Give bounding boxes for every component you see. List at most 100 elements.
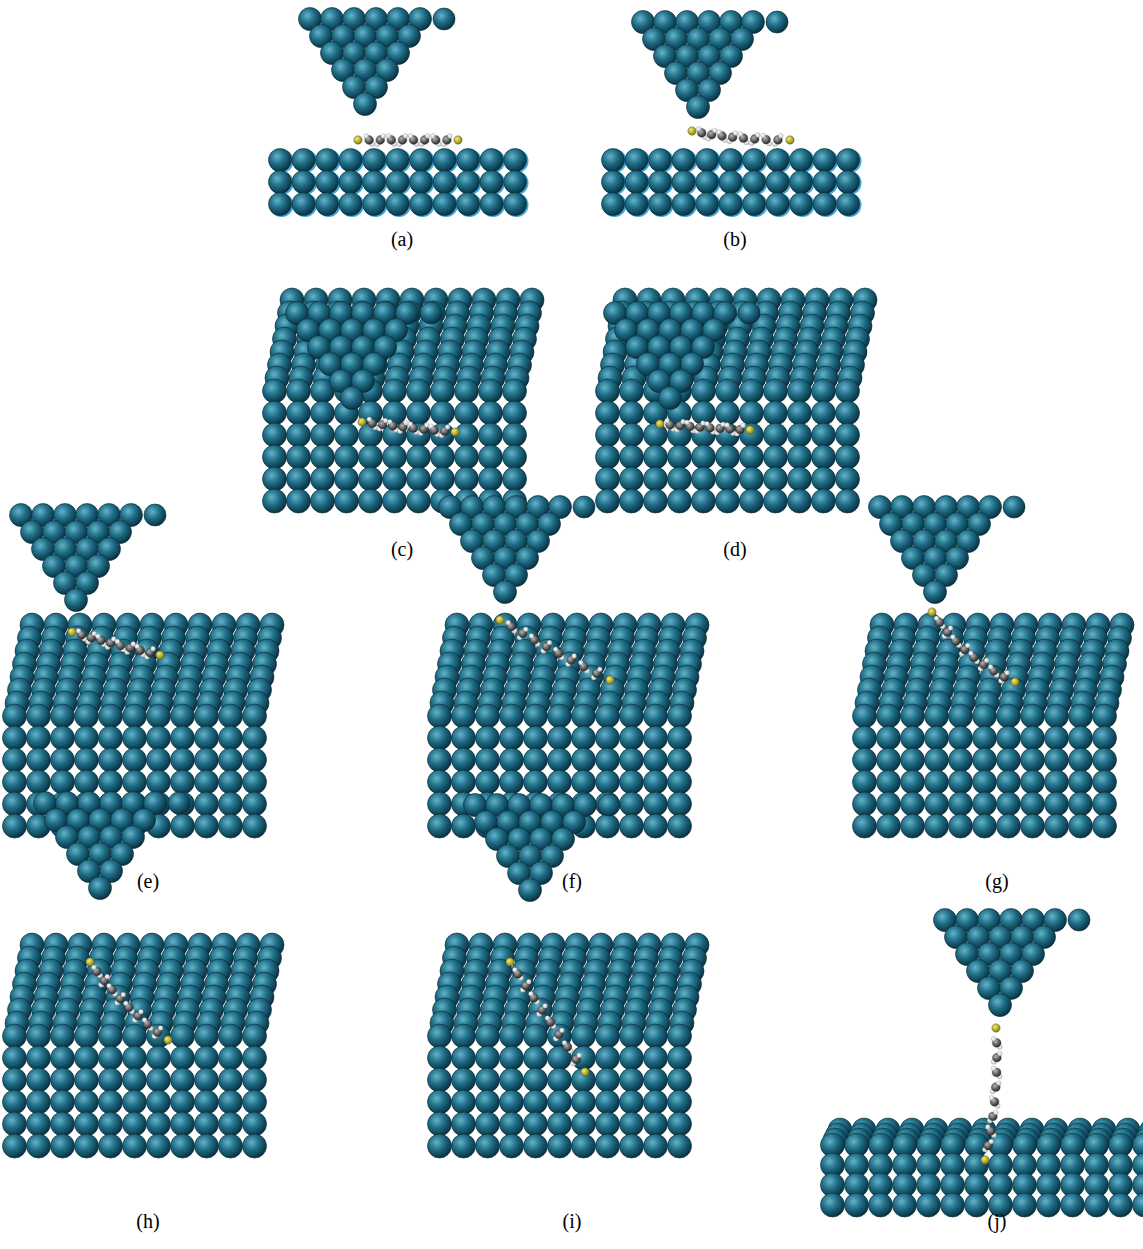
metal-atom xyxy=(877,748,901,772)
metal-atom xyxy=(431,423,455,447)
metal-atom xyxy=(500,1068,524,1092)
metal-atom xyxy=(668,489,692,513)
metal-atom xyxy=(433,8,455,30)
metal-atom xyxy=(836,379,860,403)
metal-atom xyxy=(812,401,836,425)
metal-atom xyxy=(602,171,625,194)
metal-atom xyxy=(51,1090,75,1114)
metal-atom xyxy=(363,171,386,194)
metal-atom xyxy=(123,1024,147,1048)
metal-atom xyxy=(925,704,949,728)
metal-atom xyxy=(3,1024,27,1048)
metal-atom xyxy=(620,770,644,794)
metal-atom xyxy=(893,1193,917,1217)
metal-atom xyxy=(65,589,88,612)
hydrogen-atom xyxy=(985,1125,990,1130)
metal-atom xyxy=(596,423,620,447)
metal-atom xyxy=(504,171,527,194)
metal-atom xyxy=(27,748,51,772)
hydrogen-atom xyxy=(712,128,717,133)
metal-atom xyxy=(620,1112,644,1136)
metal-atom xyxy=(764,401,788,425)
metal-atom xyxy=(51,1024,75,1048)
metal-atom xyxy=(997,726,1021,750)
metal-atom xyxy=(503,401,527,425)
metal-atom xyxy=(949,704,973,728)
metal-atom xyxy=(243,792,267,816)
metal-atom xyxy=(407,401,431,425)
metal-atom xyxy=(383,489,407,513)
hydrogen-atom xyxy=(989,1095,994,1100)
metal-atom xyxy=(973,748,997,772)
metal-atom xyxy=(292,171,315,194)
metal-atom xyxy=(668,748,692,772)
metal-atom xyxy=(620,423,644,447)
hydrogen-atom xyxy=(988,665,993,670)
metal-atom xyxy=(27,1046,51,1070)
hydrogen-atom xyxy=(950,635,955,640)
metal-atom xyxy=(644,1068,668,1092)
metal-atom xyxy=(1069,814,1093,838)
atom-edge xyxy=(697,193,721,217)
panel-label: (a) xyxy=(391,228,413,251)
metal-atom xyxy=(973,814,997,838)
hydrogen-atom xyxy=(512,967,517,972)
metal-atom xyxy=(901,704,925,728)
sulfur-atom xyxy=(496,616,504,624)
metal-atom xyxy=(428,792,452,816)
metal-atom xyxy=(359,467,383,491)
hydrogen-atom xyxy=(383,418,388,423)
metal-atom xyxy=(1109,1193,1133,1217)
metal-atom xyxy=(925,792,949,816)
metal-atom xyxy=(455,379,479,403)
hydrogen-atom xyxy=(559,1028,564,1033)
metal-atom xyxy=(596,1090,620,1114)
metal-atom xyxy=(123,1090,147,1114)
metal-atom xyxy=(27,770,51,794)
metal-atom xyxy=(596,792,620,816)
metal-atom xyxy=(692,445,716,469)
atom-edge xyxy=(364,171,388,195)
metal-atom xyxy=(316,149,339,172)
metal-atom xyxy=(572,748,596,772)
metal-atom xyxy=(668,770,692,794)
metal-atom xyxy=(764,379,788,403)
hydrogen-atom xyxy=(665,418,670,423)
metal-atom xyxy=(386,171,409,194)
metal-atom xyxy=(75,704,99,728)
metal-atom xyxy=(716,423,740,447)
metal-atom xyxy=(452,1112,476,1136)
simulation-snapshot xyxy=(428,794,710,1159)
metal-atom xyxy=(1021,792,1045,816)
metal-atom xyxy=(941,1193,965,1217)
metal-atom xyxy=(837,193,860,216)
metal-atom xyxy=(431,401,455,425)
metal-atom xyxy=(3,814,27,838)
metal-atom xyxy=(480,171,503,194)
metal-atom xyxy=(668,1068,692,1092)
hydrogen-atom xyxy=(408,134,413,139)
simulation-snapshot xyxy=(853,496,1135,839)
metal-atom xyxy=(123,748,147,772)
hydrogen-atom xyxy=(381,134,386,139)
metal-atom xyxy=(311,489,335,513)
hydrogen-atom xyxy=(95,634,100,639)
metal-atom xyxy=(476,704,500,728)
metal-atom xyxy=(171,1090,195,1114)
metal-atom xyxy=(973,726,997,750)
metal-atom xyxy=(1045,726,1069,750)
hydrogen-atom xyxy=(991,1066,996,1071)
metal-atom xyxy=(620,1134,644,1158)
metal-atom xyxy=(383,401,407,425)
hydrogen-atom xyxy=(142,1018,147,1023)
atom-edge xyxy=(270,171,294,195)
metal-atom xyxy=(812,489,836,513)
metal-atom xyxy=(168,792,190,814)
metal-atom xyxy=(433,149,456,172)
hydrogen-atom xyxy=(965,643,970,648)
metal-atom xyxy=(853,792,877,816)
metal-atom xyxy=(99,1024,123,1048)
metal-atom xyxy=(494,581,517,604)
metal-atom xyxy=(147,704,171,728)
metal-atom xyxy=(433,193,456,216)
